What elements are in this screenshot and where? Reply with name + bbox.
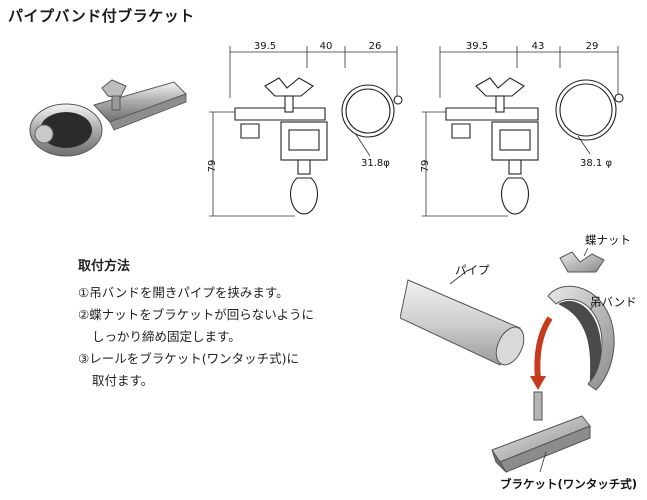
step-1: ①吊バンドを開きパイプを挟みます。	[78, 285, 289, 300]
left-dim-c: 26	[369, 41, 382, 52]
label-bracket: ブラケット(ワンタッチ式)	[500, 477, 638, 491]
left-pipe-diameter: 31.8φ	[361, 158, 390, 169]
page-title: パイプバンド付ブラケット	[8, 7, 195, 25]
instructions-heading: 取付方法	[78, 259, 131, 274]
assembly-illustration	[400, 247, 615, 473]
dimension-drawing-38-1: 39.5 43 29 79 38.1 φ	[420, 41, 624, 217]
right-dim-b: 43	[532, 41, 545, 52]
right-dim-c: 29	[586, 41, 599, 52]
left-dim-a: 39.5	[254, 41, 276, 52]
left-dim-b: 40	[320, 41, 333, 52]
step-3: ③レールをブラケット(ワンタッチ式)に 取付ます。	[78, 351, 299, 388]
left-height: 79	[207, 160, 218, 173]
installation-instructions: 取付方法 ①吊バンドを開きパイプを挟みます。 ②蝶ナットをブラケットが回らないよ…	[78, 255, 378, 392]
step-2: ②蝶ナットをブラケットが回らないように しっかり締め固定します。	[78, 307, 314, 344]
product-photo	[29, 79, 187, 157]
right-pipe-diameter: 38.1 φ	[580, 158, 612, 169]
label-wing-nut: 蝶ナット	[585, 233, 631, 247]
right-dim-a: 39.5	[466, 41, 488, 52]
label-hanging-band: 吊バンド	[590, 295, 637, 309]
dimension-drawing-31-8: 39.5 40 26 79 31.8φ	[207, 41, 403, 217]
label-pipe: パイプ	[455, 263, 490, 277]
right-height: 79	[420, 160, 431, 173]
